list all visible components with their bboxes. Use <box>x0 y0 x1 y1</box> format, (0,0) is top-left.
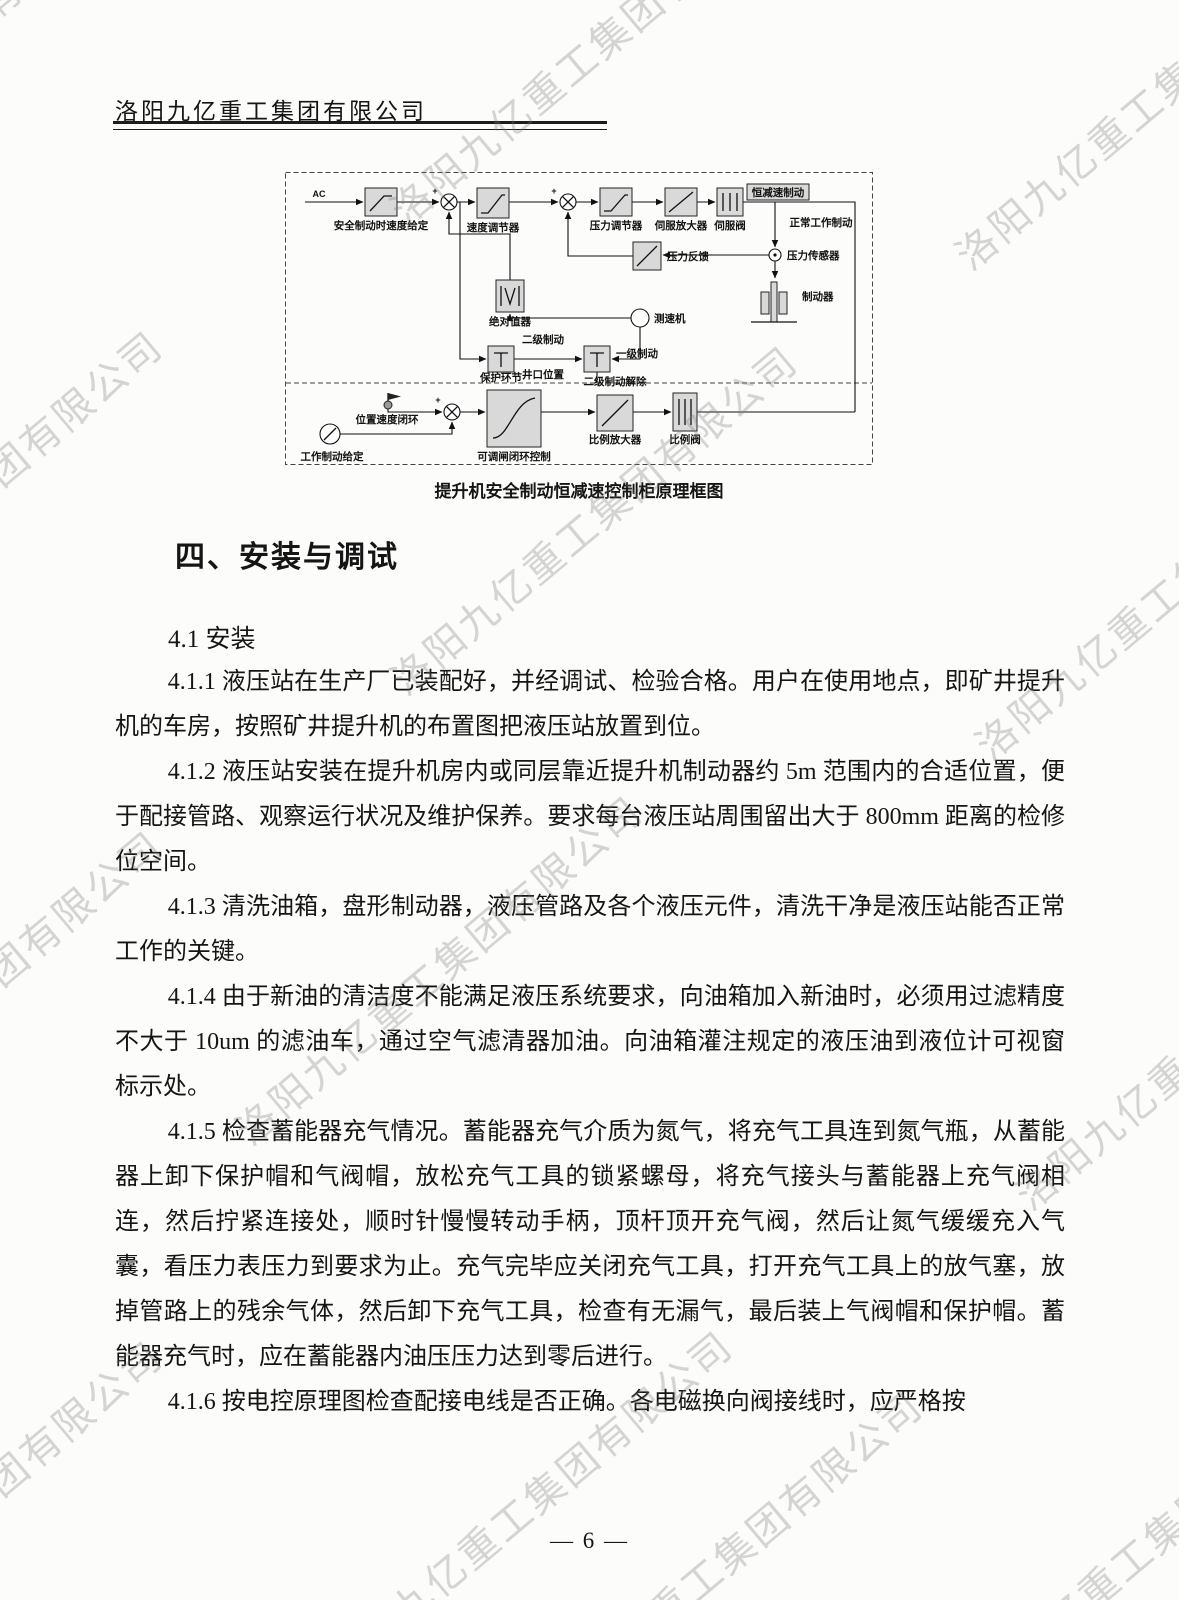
label-proportional-amplifier: 比例放大器 <box>589 433 642 446</box>
paragraph: 4.1.5 检查蓄能器充气情况。蓄能器充气介质为氮气，将充气工具连到氮气瓶，从蓄… <box>115 1119 1065 1370</box>
watermark-text: 洛阳九亿重工集团有限公司 <box>947 0 1179 279</box>
page-number: — 6 — <box>550 1528 629 1553</box>
body-paragraphs: 4.1.1 液压站在生产厂已装配好，并经调试、检验合格。用户在使用地点，即矿井提… <box>115 660 1065 1425</box>
label-tachometer: 测速机 <box>654 312 686 325</box>
label-position-speed-loop: 位置速度闭环 <box>356 413 419 426</box>
diagram-blocks <box>319 183 810 448</box>
label-plus-3: + <box>435 395 440 405</box>
label-protection-link: 保护环节 <box>479 371 522 384</box>
diagram-labels: AC + + + 安全制动时速度给定 速度调节器 压力调节器 伺服放大器 伺服阀… <box>301 186 853 463</box>
label-adjustable-brake-loop: 可调闸闭环控制 <box>477 450 551 463</box>
constant-decel-brake-block <box>746 183 810 201</box>
paragraph: 4.1.3 清洗油箱，盘形制动器，液压管路及各个液压元件，清洗干净是液压站能否正… <box>115 894 1065 965</box>
paragraph: 4.1.6 按电控原理图检查配接电线是否正确。各电磁换向阀接线时，应严格按 <box>167 1389 966 1415</box>
header-rule <box>113 121 607 130</box>
paragraph: 4.1.2 液压站安装在提升机房内或同层靠近提升机制动器约 5m 范围内的合适位… <box>115 759 1065 875</box>
pressure-regulator-block <box>599 187 633 217</box>
label-proportional-valve: 比例阀 <box>669 433 701 446</box>
label-servo-amplifier: 伺服放大器 <box>654 219 708 232</box>
position-flag-icon <box>383 393 401 410</box>
label-wellhead-position: 井口位置 <box>522 368 564 381</box>
tachometer-symbol <box>630 308 650 328</box>
paragraph: 4.1.4 由于新油的清洁度不能满足液压系统要求，向油箱加入新油时，必须用过滤精… <box>115 984 1065 1100</box>
diagram-frame <box>285 172 873 465</box>
label-first-stage-brake: 一级制动 <box>616 347 658 360</box>
section-heading: 四、安装与调试 <box>175 541 399 574</box>
summing-junction-3 <box>443 403 461 421</box>
label-pressure-regulator: 压力调节器 <box>590 219 643 232</box>
pressure-sensor-symbol <box>768 248 782 262</box>
label-absolute-value: 绝对值器 <box>489 315 531 328</box>
label-plus-1: + <box>432 186 437 196</box>
summing-junction-1 <box>440 193 458 211</box>
absolute-value-block <box>495 279 525 313</box>
label-constant-decel-brake: 恒减速制动 <box>752 186 805 199</box>
label-ac: AC <box>313 189 326 199</box>
company-header: 洛阳九亿重工集团有限公司 <box>115 99 427 124</box>
summing-junction-2 <box>559 193 577 211</box>
diagram-schematic: AC + + + 安全制动时速度给定 速度调节器 压力调节器 伺服放大器 伺服阀… <box>285 172 873 465</box>
label-pressure-feedback: 压力反馈 <box>667 250 709 263</box>
subsection-heading: 4.1 安装 <box>168 626 256 653</box>
label-safety-speed-setpoint: 安全制动时速度给定 <box>334 219 429 232</box>
work-brake-setpoint-symbol <box>319 423 341 445</box>
label-pressure-sensor: 压力传感器 <box>787 249 840 262</box>
label-speed-regulator: 速度调节器 <box>467 221 520 234</box>
ramp-generator-block <box>364 187 398 217</box>
watermark-text: 洛阳九亿重工集团有限公司 <box>0 322 172 689</box>
label-plus-2: + <box>551 186 556 196</box>
brake-symbol <box>751 281 797 323</box>
schematic-diagram: AC + + + 安全制动时速度给定 速度调节器 压力调节器 伺服放大器 伺服阀… <box>285 172 873 465</box>
label-second-stage-brake: 二级制动 <box>522 333 564 346</box>
paragraph: 4.1.1 液压站在生产厂已装配好，并经调试、检验合格。用户在使用地点，即矿井提… <box>115 669 1065 740</box>
label-second-stage-release: 二级制动解除 <box>584 375 647 388</box>
label-brake: 制动器 <box>802 290 834 303</box>
label-normal-work-brake: 正常工作制动 <box>790 216 853 229</box>
label-work-brake-setpoint: 工作制动给定 <box>301 450 364 463</box>
diagram-caption: 提升机安全制动恒减速控制柜原理框图 <box>434 482 724 501</box>
label-servo-valve: 伺服阀 <box>713 219 746 232</box>
